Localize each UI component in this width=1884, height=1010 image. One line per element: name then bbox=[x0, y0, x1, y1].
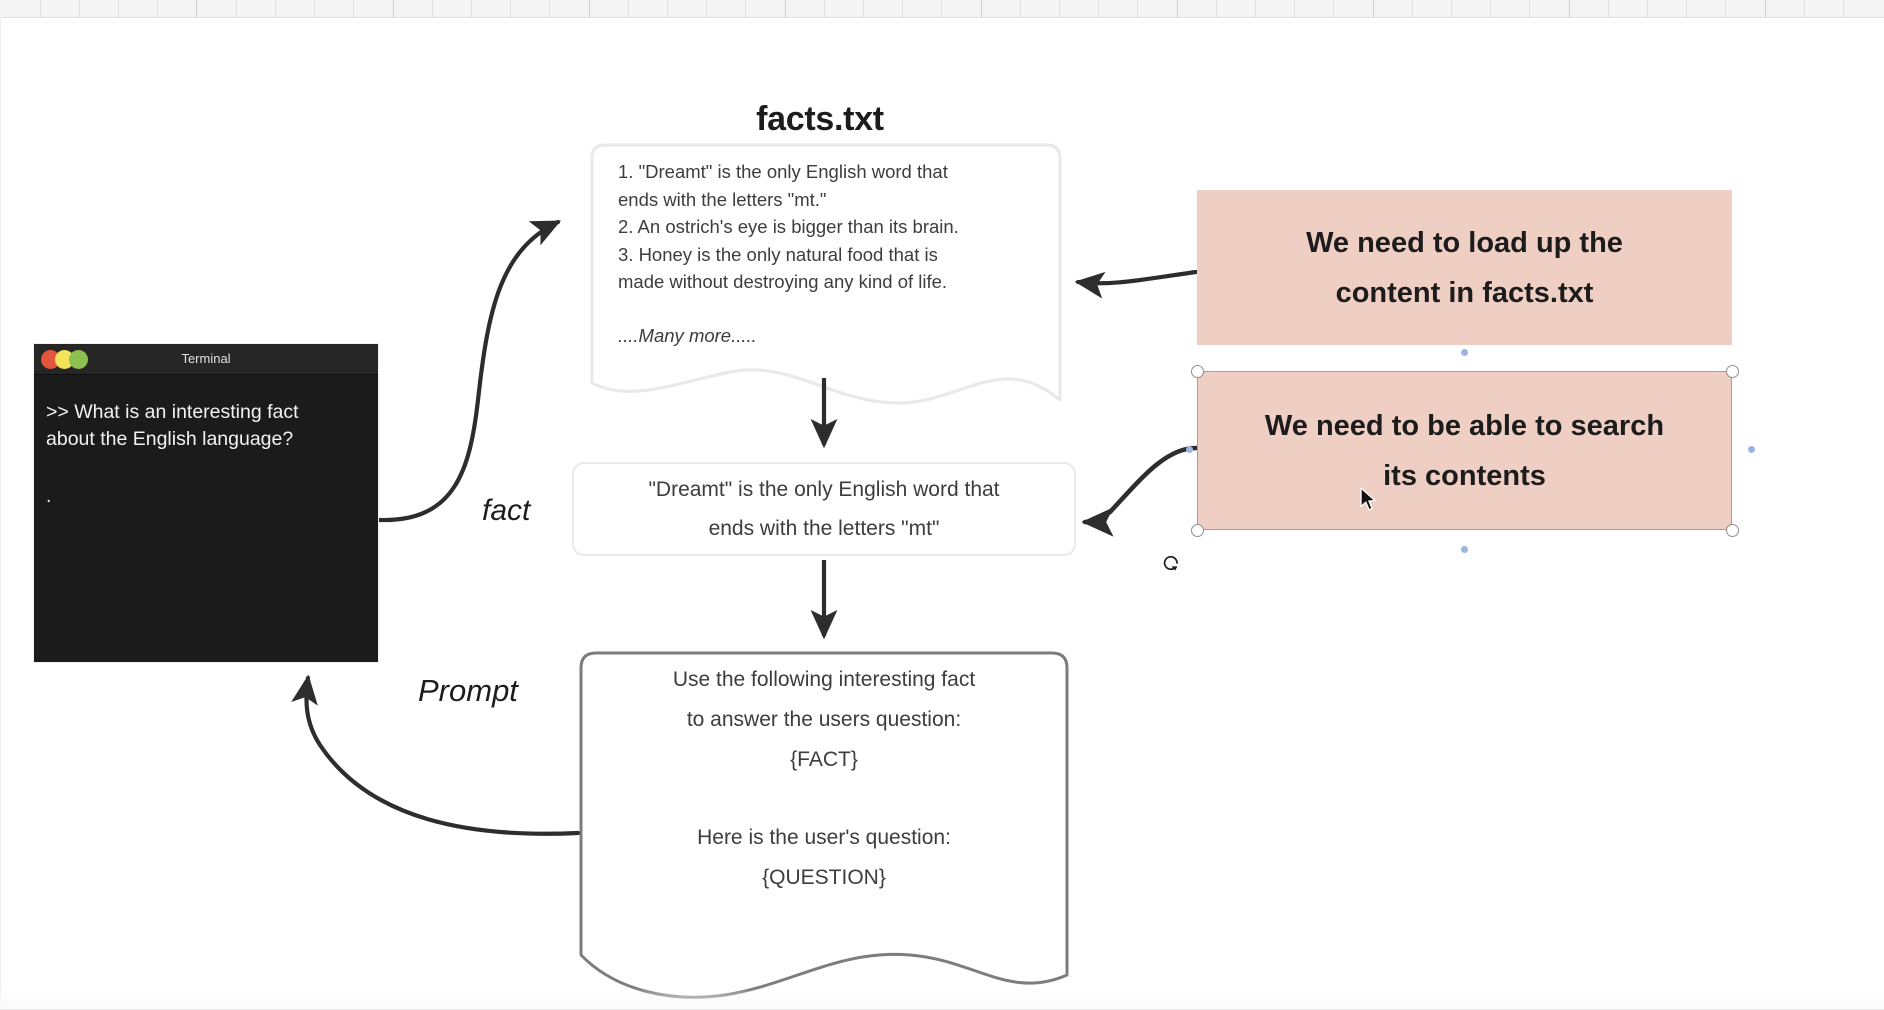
note-load-line-2: content in facts.txt bbox=[1335, 276, 1594, 309]
prompt-node-text: Use the following interesting fact to an… bbox=[600, 660, 1048, 898]
rotate-handle-icon[interactable] bbox=[1160, 552, 1182, 574]
bottom-band bbox=[0, 988, 1884, 1010]
terminal-body[interactable]: >> What is an interesting fact about the… bbox=[34, 375, 378, 510]
resize-handle-top-right[interactable] bbox=[1725, 364, 1739, 378]
sticky-note-search-text: We need to be able to search its content… bbox=[1247, 401, 1682, 501]
fact-node-box[interactable]: "Dreamt" is the only English word that e… bbox=[572, 462, 1076, 556]
prompt-line-3: {FACT} bbox=[790, 748, 858, 771]
fact-node-label: fact bbox=[482, 494, 531, 527]
terminal-window[interactable]: Terminal >> What is an interesting fact … bbox=[34, 344, 378, 662]
connection-dot-top[interactable] bbox=[1460, 348, 1468, 356]
fact-line-5: made without destroying any kind of life… bbox=[618, 271, 948, 292]
terminal-prompt-line-2: about the English language? bbox=[46, 428, 294, 450]
facts-document-body: 1. "Dreamt" is the only English word tha… bbox=[618, 158, 1018, 349]
arrow-terminal-to-facts bbox=[377, 219, 562, 523]
fact-text-line-1: "Dreamt" is the only English word that bbox=[648, 478, 1000, 501]
terminal-prompt-line-1: >> What is an interesting fact bbox=[46, 401, 299, 423]
prompt-spacer bbox=[600, 780, 1048, 818]
note-search-line-2: its contents bbox=[1383, 459, 1546, 492]
prompt-line-2: to answer the users question: bbox=[686, 708, 962, 731]
fact-line-2: ends with the letters "mt." bbox=[618, 188, 827, 210]
prompt-line-4: Here is the user's question: bbox=[697, 826, 951, 849]
prompt-line-1: Use the following interesting fact bbox=[672, 668, 976, 691]
terminal-cursor: . bbox=[46, 485, 52, 507]
fact-text-line-2: ends with the letters "mt" bbox=[708, 517, 940, 540]
connection-dot-bottom[interactable] bbox=[1460, 545, 1468, 553]
prompt-node-label: Prompt bbox=[418, 673, 518, 708]
facts-more-text: ....Many more..... bbox=[618, 324, 757, 346]
maximize-button-icon[interactable] bbox=[69, 350, 88, 369]
prompt-line-5: {QUESTION} bbox=[762, 866, 886, 889]
sticky-note-load-content[interactable]: We need to load up the content in facts.… bbox=[1197, 190, 1732, 345]
terminal-title: Terminal bbox=[181, 351, 231, 366]
sticky-note-search-contents[interactable]: We need to be able to search its content… bbox=[1197, 371, 1732, 530]
fact-line-3: 2. An ostrich's eye is bigger than its b… bbox=[618, 216, 959, 237]
fact-line-1: 1. "Dreamt" is the only English word tha… bbox=[618, 161, 948, 182]
connection-dot-left[interactable] bbox=[1185, 445, 1193, 453]
arrow-note-search-to-fact bbox=[1081, 445, 1199, 537]
resize-handle-bottom-right[interactable] bbox=[1725, 523, 1739, 537]
terminal-titlebar[interactable]: Terminal bbox=[34, 344, 378, 375]
facts-document-title: facts.txt bbox=[756, 100, 884, 138]
mouse-pointer-icon bbox=[1360, 487, 1376, 511]
resize-handle-top-left[interactable] bbox=[1190, 364, 1204, 378]
fact-line-4: 3. Honey is the only natural food that i… bbox=[618, 243, 938, 265]
top-ruler[interactable] bbox=[0, 0, 1884, 18]
resize-handle-bottom-left[interactable] bbox=[1190, 523, 1204, 537]
fact-node-text: "Dreamt" is the only English word that e… bbox=[634, 470, 1013, 548]
arrow-note-load-to-facts bbox=[1074, 269, 1199, 299]
left-rail bbox=[0, 17, 1, 1010]
note-search-line-1: We need to be able to search bbox=[1264, 409, 1665, 442]
connection-dot-right[interactable] bbox=[1747, 445, 1755, 453]
sticky-note-load-text: We need to load up the content in facts.… bbox=[1288, 218, 1641, 318]
note-load-line-1: We need to load up the bbox=[1306, 226, 1623, 259]
